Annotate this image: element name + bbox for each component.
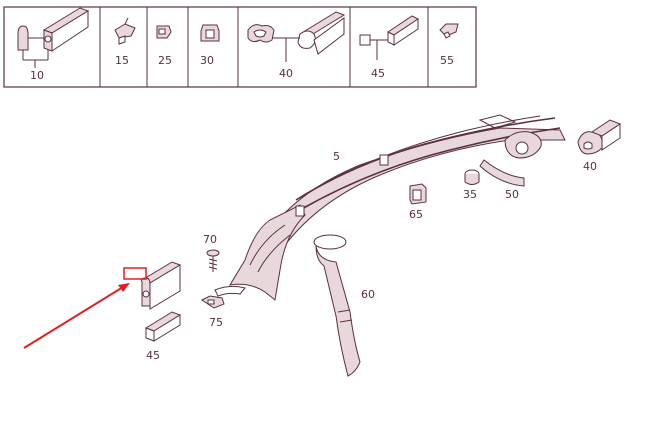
clip-icon — [200, 24, 220, 42]
callout-45: 45 — [146, 349, 160, 362]
roof-frame-assembly — [214, 114, 566, 301]
highlight-box — [123, 267, 147, 280]
clip-icon — [439, 23, 459, 39]
legend-cell-45[interactable]: 45 — [359, 15, 419, 80]
seal-profile-icon — [247, 11, 346, 62]
legend-cell-30[interactable]: 30 — [200, 24, 220, 67]
callout-75: 75 — [209, 316, 223, 329]
part-10-seal-lower — [140, 261, 182, 310]
part-45-foam-lower — [144, 311, 182, 342]
callout-60: 60 — [361, 288, 375, 301]
part-35-grommet — [464, 169, 480, 185]
callout-arrow — [23, 283, 130, 349]
callout-50: 50 — [505, 188, 519, 201]
callout-35: 35 — [463, 188, 477, 201]
legend-label-15: 15 — [115, 54, 129, 67]
foam-strip-icon — [359, 15, 419, 60]
part-70-screw — [206, 249, 220, 272]
legend-strip: 10 15 25 30 — [3, 6, 477, 88]
legend-label-25: 25 — [158, 54, 172, 67]
part-60-drain-hose — [313, 234, 361, 377]
clip-icon — [156, 25, 172, 39]
callout-40: 40 — [583, 160, 597, 173]
callout-65: 65 — [409, 208, 423, 221]
legend-label-10: 10 — [30, 69, 44, 82]
legend-label-45: 45 — [371, 67, 385, 80]
callout-5: 5 — [333, 150, 340, 163]
legend-cell-55[interactable]: 55 — [439, 23, 459, 67]
part-75-clip — [201, 295, 225, 309]
seal-profile-40 — [577, 119, 622, 155]
legend-label-30: 30 — [200, 54, 214, 67]
legend-label-55: 55 — [440, 54, 454, 67]
seal-profile-icon — [17, 7, 90, 68]
part-50-strip — [479, 159, 525, 187]
legend-cell-40[interactable]: 40 — [247, 11, 346, 80]
legend-cell-25[interactable]: 25 — [156, 25, 172, 67]
callout-70: 70 — [203, 233, 217, 246]
legend-cell-10[interactable]: 10 — [17, 7, 90, 82]
legend-cell-15[interactable]: 15 — [114, 17, 136, 67]
part-65-block — [409, 183, 427, 205]
legend-label-40: 40 — [279, 67, 293, 80]
clip-icon — [114, 17, 136, 45]
